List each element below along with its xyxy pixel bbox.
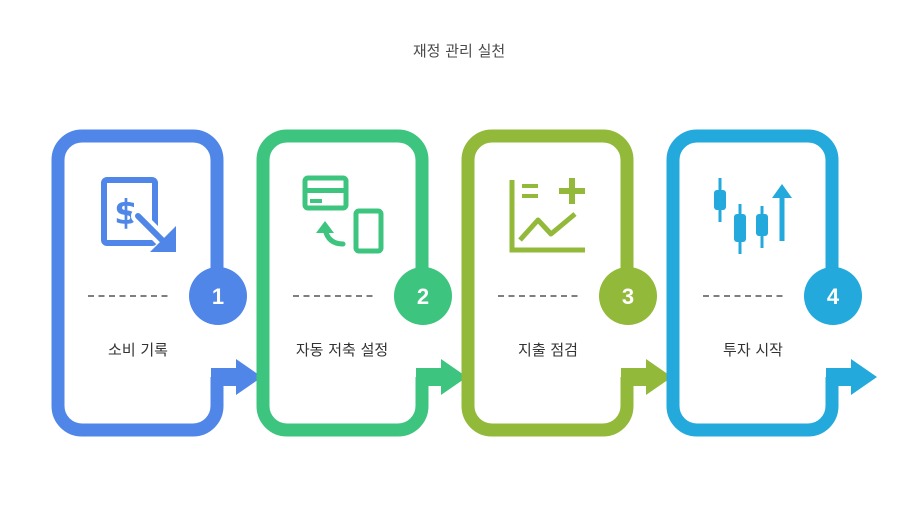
step-3-label: 지출 점검 [518, 341, 578, 359]
step-1-frame [51, 129, 224, 437]
step-1-arrow [211, 359, 262, 395]
step-2-arrow [416, 359, 467, 395]
diagram-title: 재정 관리 실천 [412, 42, 506, 60]
step-4: 4 [666, 129, 877, 437]
dollar-document-down-icon: $ [101, 177, 176, 252]
step-3-frame [461, 129, 634, 437]
step-2-number-badge [394, 267, 452, 325]
step-2: 2 [256, 129, 467, 437]
step-1-number-badge [189, 267, 247, 325]
step-2-frame [256, 129, 429, 437]
step-4-frame [666, 129, 839, 437]
card-mobile-transfer-icon [302, 175, 384, 254]
step-3-number: 3 [622, 284, 634, 309]
step-2-number: 2 [417, 284, 429, 309]
step-1-label: 소비 기록 [108, 341, 168, 359]
candlestick-up-icon [714, 178, 792, 254]
step-2-label: 자동 저축 설정 [295, 341, 389, 359]
step-4-number-badge [804, 267, 862, 325]
step-1-number: 1 [212, 284, 224, 309]
step-4-label: 투자 시작 [723, 341, 783, 359]
step-3-number-badge [599, 267, 657, 325]
step-4-arrow [826, 359, 877, 395]
chart-plus-icon [509, 178, 585, 253]
step-4-number: 4 [827, 284, 840, 309]
step-3: 3 [461, 129, 672, 437]
step-3-arrow [621, 359, 672, 395]
step-1: 1 $ [51, 129, 262, 437]
svg-text:$: $ [114, 193, 138, 233]
